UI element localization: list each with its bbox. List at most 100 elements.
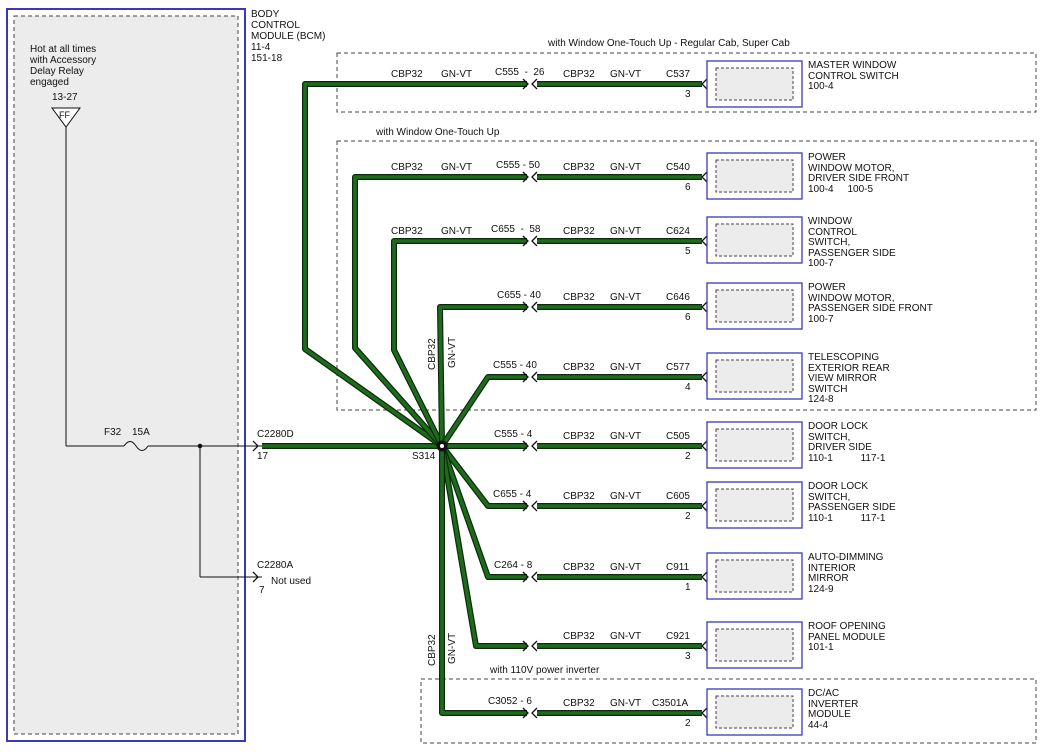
- module-connector-marker: [701, 171, 708, 183]
- wire-circuit-right: CBP32: [563, 69, 595, 80]
- note-line: with Accessory: [30, 55, 97, 66]
- power-ref: 13-27: [52, 92, 78, 103]
- module-connector-label: C911: [666, 562, 690, 573]
- inline-connector-marker: [531, 440, 538, 452]
- wire-color-right: GN-VT: [610, 69, 642, 80]
- inline-connector-label: C555 - 4: [494, 429, 533, 440]
- module-pin-label: 6: [685, 182, 691, 193]
- trunk-color-lower: GN-VT: [447, 632, 458, 664]
- component-name-line: POWER: [808, 282, 846, 293]
- wire-circuit-left: CBP32: [391, 226, 423, 237]
- component-inner: [715, 67, 794, 101]
- inline-connector-marker: [522, 171, 529, 183]
- module-connector-marker: [701, 707, 708, 719]
- component-name-line: DRIVER SIDE: [808, 442, 872, 453]
- component-name-line: INTERIOR: [808, 562, 856, 574]
- group-box-one-touch: [336, 140, 1037, 411]
- note-line: Delay Relay: [30, 66, 84, 77]
- bcm-module[interactable]: [6, 8, 246, 742]
- component-name-line: MODULE: [808, 709, 851, 720]
- component-name-line: DRIVER SIDE FRONT: [808, 173, 910, 184]
- module-pin-label: 6: [685, 312, 691, 323]
- module-connector-label: C577: [666, 362, 690, 373]
- wire-color-right: GN-VT: [610, 431, 642, 442]
- inline-connector-marker: [531, 707, 538, 719]
- note-line: engaged: [30, 77, 69, 88]
- inline-connector-label: C264 - 8: [494, 560, 533, 571]
- connector-markers: [252, 78, 708, 719]
- inline-connector-marker: [522, 371, 529, 383]
- component-name-line: 110-1 117-1: [808, 452, 886, 464]
- trunk-circuit-lower: CBP32: [427, 634, 438, 666]
- inline-connector-label: C655 - 40: [497, 290, 541, 301]
- component-name-line: SWITCH,: [808, 431, 851, 443]
- module-pin-label: 3: [685, 651, 691, 662]
- note-line: Hot at all times: [30, 44, 97, 55]
- wire-color-right: GN-VT: [610, 226, 642, 237]
- module-pin-label: 4: [685, 382, 691, 393]
- bcm-title-line: MODULE (BCM): [251, 31, 326, 42]
- module-connector-label: C646: [666, 292, 690, 303]
- component-inner: [715, 559, 794, 593]
- component-name-line: DOOR LOCK: [808, 481, 869, 492]
- inline-connector-marker: [531, 571, 538, 583]
- module-connector-marker: [701, 500, 708, 512]
- wire-color-left: GN-VT: [441, 162, 473, 173]
- group-label-one-touch: with Window One-Touch Up: [376, 127, 500, 138]
- inline-connector-label: C555 - 26: [495, 67, 545, 78]
- module-connector-marker: [701, 371, 708, 383]
- component-name-line: PASSENGER SIDE: [808, 247, 896, 259]
- component-name-line: PASSENGER SIDE FRONT: [808, 303, 933, 314]
- inline-connector-label: C555 - 40: [493, 360, 537, 371]
- component-name-line: VIEW MIRROR: [808, 373, 877, 384]
- component-name-line: CONTROL SWITCH: [808, 70, 899, 82]
- inline-connector-marker: [531, 78, 538, 90]
- wire-segment: [392, 239, 527, 447]
- wire-circuit-left: CBP32: [391, 69, 423, 80]
- inline-connector-marker: [522, 500, 529, 512]
- inline-connector-marker: [531, 171, 538, 183]
- splice-s314[interactable]: [436, 440, 448, 452]
- module-pin-label: 2: [685, 718, 691, 729]
- component-name-line: MASTER WINDOW: [808, 60, 897, 71]
- component-name-line: PANEL MODULE: [808, 631, 886, 643]
- component-name-line: 100-4 100-5: [808, 183, 874, 195]
- component-name-line: SWITCH,: [808, 237, 851, 248]
- trunk-circuit-upper: CBP32: [427, 338, 438, 370]
- component-name-line: 44-4: [808, 719, 829, 731]
- inline-connector-marker: [522, 78, 529, 90]
- bcm-title-line: BODY: [251, 9, 280, 20]
- component-inner: [715, 428, 794, 462]
- component-name-line: ROOF OPENING: [808, 621, 886, 632]
- inline-connector-marker: [531, 640, 538, 652]
- wire-circuit-right: CBP32: [563, 562, 595, 573]
- module-connector-label: C3501A: [652, 698, 689, 709]
- group-box-inverter: [420, 678, 1037, 744]
- inline-connector-marker: [522, 235, 529, 247]
- module-pin-label: 2: [685, 511, 691, 522]
- module-connector-label: C537: [666, 69, 690, 80]
- component-inner: [715, 628, 794, 662]
- module-pin-label: 2: [685, 451, 691, 462]
- inline-connector-label: C655 - 58: [491, 224, 541, 235]
- component-name-line: CONTROL: [808, 226, 857, 238]
- wire-circuit-right: CBP32: [563, 431, 595, 442]
- wire-color-right: GN-VT: [610, 362, 642, 373]
- component-inner: [715, 359, 794, 393]
- inline-connector-marker: [522, 707, 529, 719]
- trunk-color-upper: GN-VT: [447, 336, 458, 368]
- wire-segment: [353, 175, 527, 448]
- module-pin-label: 1: [685, 582, 691, 593]
- component-inner: [715, 223, 794, 257]
- component-name-line: TELESCOPING: [808, 352, 880, 363]
- component-name-line: 100-7: [808, 313, 834, 325]
- component-modules: [706, 60, 803, 736]
- wire-circuit-right: CBP32: [563, 491, 595, 502]
- wire-segment: [440, 445, 527, 648]
- component-name-line: 100-4: [808, 81, 834, 92]
- wire-segment: [440, 444, 527, 508]
- component-name-line: WINDOW: [808, 216, 852, 227]
- wire-color-right: GN-VT: [610, 562, 642, 573]
- component-name-line: 100-7: [808, 258, 834, 269]
- bcm-connector-alt-marker: [252, 571, 259, 583]
